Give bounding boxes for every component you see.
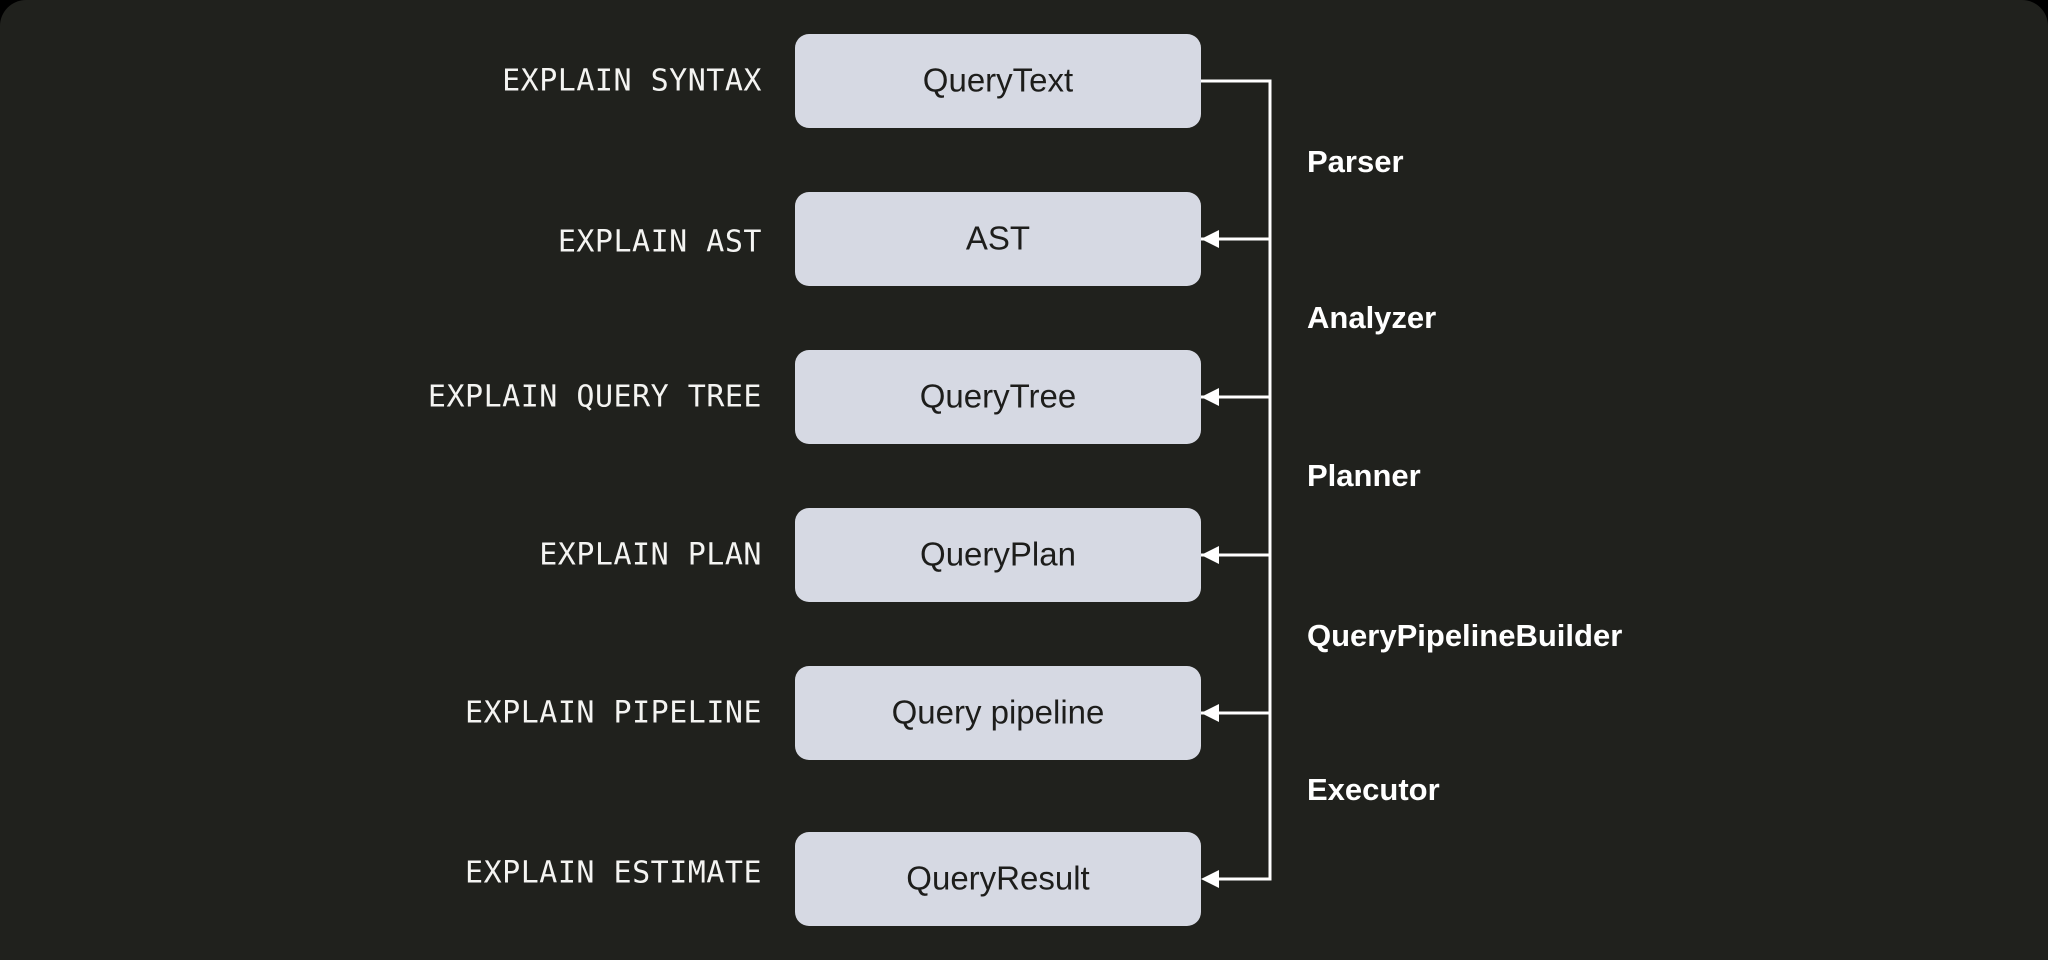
node-label-query-pipeline: Query pipeline [892,694,1105,731]
node-label-query-tree: QueryTree [920,378,1077,415]
explain-label-query-tree: EXPLAIN QUERY TREE [428,380,762,415]
connector-analyzer [1201,237,1272,406]
component-label-executor: Executor [1307,772,1440,807]
node-box-query-tree[interactable] [795,350,1201,444]
node-query-tree[interactable]: EXPLAIN QUERY TREE QueryTree [428,350,1201,444]
component-label-analyzer: Analyzer [1307,300,1436,335]
node-ast[interactable]: EXPLAIN AST AST [558,192,1201,286]
node-box-ast[interactable] [795,192,1201,286]
arrow-head-executor [1201,870,1219,888]
component-label-group: Parser Analyzer Planner QueryPipelineBui… [1307,144,1622,807]
node-label-query-text: QueryText [923,62,1073,99]
node-box-query-result[interactable] [795,832,1201,926]
node-query-text[interactable]: EXPLAIN SYNTAX QueryText [502,34,1201,128]
connector-path-parser [1201,79,1272,241]
explain-label-query-pipeline: EXPLAIN PIPELINE [465,696,762,731]
node-group: EXPLAIN SYNTAX QueryText EXPLAIN AST AST… [428,34,1201,926]
node-box-query-text[interactable] [795,34,1201,128]
explain-label-ast: EXPLAIN AST [558,225,762,260]
node-label-query-plan: QueryPlan [920,536,1076,573]
component-label-parser: Parser [1307,144,1404,179]
connector-planner [1201,395,1272,564]
node-query-plan[interactable]: EXPLAIN PLAN QueryPlan [539,508,1201,602]
connector-query-pipeline-builder [1201,553,1272,722]
explain-label-query-plan: EXPLAIN PLAN [539,538,762,573]
node-box-query-pipeline[interactable] [795,666,1201,760]
connector-path-executor [1201,711,1272,881]
connector-executor [1201,711,1272,888]
connector-path-analyzer [1201,237,1272,399]
component-label-planner: Planner [1307,458,1421,493]
component-label-query-pipeline-builder: QueryPipelineBuilder [1307,618,1622,653]
connector-parser [1201,79,1272,248]
connector-path-planner [1201,395,1272,557]
node-label-query-result: QueryResult [906,860,1089,897]
explain-label-query-result: EXPLAIN ESTIMATE [465,856,762,891]
node-query-result[interactable]: EXPLAIN ESTIMATE QueryResult [465,832,1201,926]
connector-group [1201,79,1272,888]
connector-path-query-pipeline-builder [1201,553,1272,715]
node-query-pipeline[interactable]: EXPLAIN PIPELINE Query pipeline [465,666,1201,760]
node-label-ast: AST [966,220,1030,257]
explain-label-query-text: EXPLAIN SYNTAX [502,64,762,99]
node-box-query-plan[interactable] [795,508,1201,602]
